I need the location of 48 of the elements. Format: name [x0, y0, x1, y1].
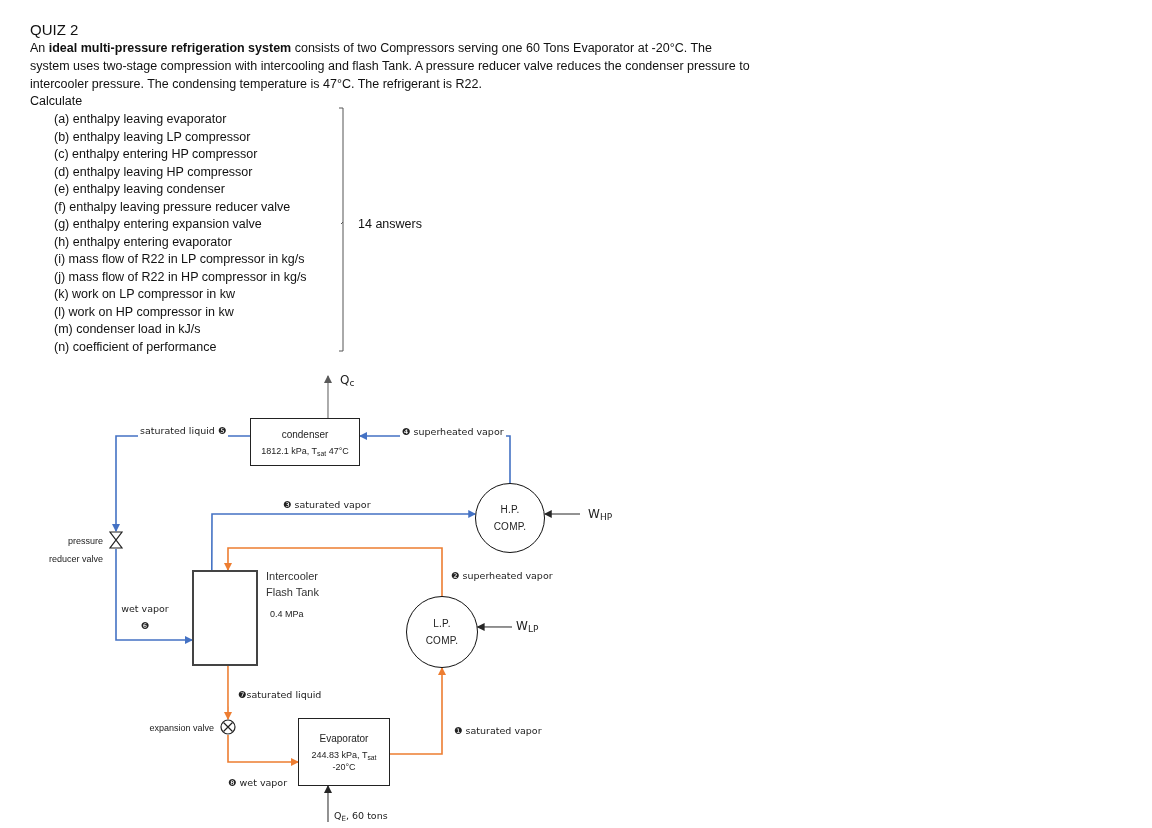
- question-item: (l) work on HP compressor in kw: [54, 303, 234, 321]
- flow-arrow: [115, 548, 193, 644]
- pressure-text: 0.4 MPa: [269, 608, 305, 621]
- edge-label: saturated liquid ❺: [138, 424, 229, 439]
- question-item: (i) mass flow of R22 in LP compressor in kg/s: [54, 251, 305, 268]
- flow-arrow: [227, 734, 299, 766]
- question-item: (j) mass flow of R22 in HP compressor in kg/s: [54, 268, 307, 286]
- process-box: [250, 418, 360, 466]
- question-item: (a) enthalpy leaving evaporator: [54, 111, 227, 128]
- condition-text: 244.83 kPa, T$_{sat}$ -20°C: [310, 750, 378, 773]
- instruction-text: Calculate: [30, 93, 83, 110]
- quiz-title: QUIZ 2: [30, 20, 79, 40]
- edge-label: ❸ saturated vapor: [281, 498, 373, 513]
- edge-label: ❽ wet vapor: [226, 776, 290, 791]
- condition-text: 1812.1 kPa, T$_{sat}$ 47°C: [261, 445, 349, 458]
- edge-label: ❹ superheated vapor: [400, 425, 506, 440]
- flow-arrow: [211, 510, 477, 571]
- flow-arrow: [476, 622, 513, 631]
- box-title: condenser: [281, 427, 329, 442]
- question-item: (k) work on LP compressor in kw: [54, 286, 236, 303]
- question-item: (c) enthalpy entering HP compressor: [54, 146, 258, 163]
- valve-label: pressure reducer valve: [47, 535, 103, 566]
- valve-label: expansion valve: [149, 722, 214, 735]
- problem-statement: An ideal multi-pressure refrigeration system consists of two Compressors serving one 60 Tons Evaporator at -20°C. The system uses two-stage compression with intercooling and flash Tank. A pressure reducer valve reduces the condenser pressure to intercooler pressure. The condensing temperature is 47°C. The refrigerant is R22.: [30, 40, 750, 93]
- compressor-label: H.P. COMP.: [492, 503, 528, 534]
- question-item: (e) enthalpy leaving condenser: [54, 181, 225, 198]
- flow-arrow: [389, 667, 446, 755]
- edge-label: ❼saturated liquid: [236, 688, 324, 703]
- edge-label: Q$_{E}$, 60 tons: [332, 809, 390, 824]
- question-item: (g) enthalpy entering expansion valve: [54, 216, 262, 233]
- flow-arrow: [324, 785, 332, 823]
- question-item: (h) enthalpy entering evaporator: [54, 233, 232, 251]
- question-item: (d) enthalpy leaving HP compressor: [54, 163, 253, 181]
- question-item: (f) enthalpy leaving pressure reducer valve: [54, 198, 291, 216]
- compressor-label: L.P. COMP.: [424, 617, 460, 648]
- flow-arrow: [224, 547, 443, 597]
- flow-arrow: [543, 510, 581, 518]
- question-item: (n) coefficient of performance: [54, 338, 217, 356]
- process-box: [298, 718, 390, 786]
- flow-arrow: [224, 665, 232, 720]
- flow-arrow: [324, 375, 332, 419]
- box-title: Evaporator: [319, 732, 369, 747]
- edge-label: ❷ superheated vapor: [449, 569, 555, 584]
- edge-label: ❶ saturated vapor: [452, 724, 544, 739]
- question-item: (m) condenser load in kJ/s: [54, 321, 201, 338]
- tank-title: Intercooler Flash Tank: [266, 569, 320, 600]
- question-item: (b) enthalpy leaving LP compressor: [54, 128, 251, 146]
- answer-count: 14 answers: [358, 216, 422, 233]
